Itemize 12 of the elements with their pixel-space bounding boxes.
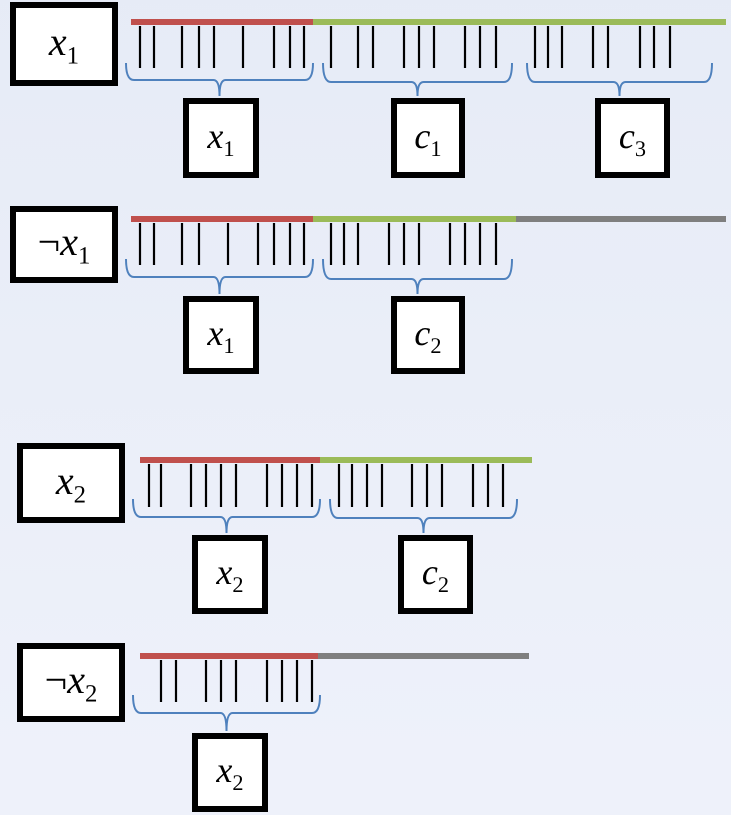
segment-box: c$_{2}$	[398, 535, 473, 614]
segment-box: c$_{3}$	[595, 98, 670, 178]
literal-box: x$_{1}$	[10, 2, 118, 86]
segment-box: c$_{1}$	[391, 98, 465, 178]
segment-box: x$_{2}$	[192, 535, 268, 614]
literal-box: ¬x$_{1}$	[10, 206, 118, 283]
segment-box: x$_{2}$	[192, 733, 268, 812]
segment-box: x$_{1}$	[183, 296, 259, 374]
segment-box: c$_{2}$	[391, 296, 465, 374]
literal-box: ¬x$_{2}$	[17, 643, 125, 722]
literal-box: x$_{2}$	[17, 443, 125, 523]
segment-box: x$_{1}$	[183, 98, 259, 178]
